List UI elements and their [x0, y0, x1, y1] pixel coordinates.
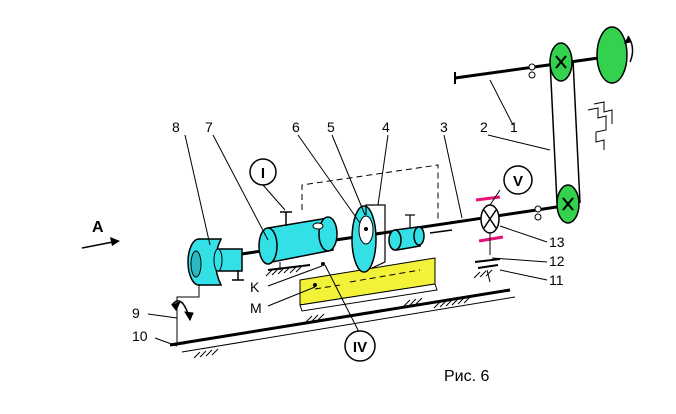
view-arrow-a: [81, 237, 120, 249]
large-wheel: [596, 26, 628, 84]
belt-drive: [454, 26, 634, 224]
figure-caption: Рис. 6: [444, 368, 490, 385]
label-k: K: [250, 279, 260, 295]
label-5: 5: [327, 119, 335, 135]
label-3: 3: [440, 119, 448, 135]
label-8: 8: [172, 119, 180, 135]
dashed-housing: [301, 164, 439, 220]
base-frame: [169, 288, 516, 359]
label-a: A: [92, 219, 104, 236]
svg-text:I: I: [261, 165, 265, 182]
svg-text:IV: IV: [353, 339, 367, 356]
support-11-12: [473, 233, 501, 283]
coupling-13: [475, 195, 504, 243]
cylinder-7: [258, 211, 338, 277]
label-1: 1: [510, 119, 518, 135]
label-12: 12: [549, 253, 565, 269]
motor-8: [187, 238, 244, 286]
disk-6: [351, 204, 386, 273]
label-7: 7: [205, 119, 213, 135]
label-13: 13: [549, 234, 565, 250]
label-m: M: [250, 300, 262, 316]
label-11: 11: [549, 272, 564, 288]
label-6: 6: [292, 119, 300, 135]
cylinder-4: [388, 214, 453, 251]
svg-text:V: V: [513, 173, 523, 190]
circled-label-i: I: [249, 158, 277, 186]
label-2: 2: [480, 119, 488, 135]
leader-lines: [147, 79, 551, 347]
label-9: 9: [132, 305, 140, 321]
yellow-slide: [299, 257, 438, 323]
circled-label-v: V: [503, 165, 533, 195]
circled-label-iv: IV: [344, 330, 376, 362]
label-4: 4: [382, 119, 390, 135]
lever-9-10: [171, 285, 200, 346]
label-10: 10: [132, 328, 148, 344]
